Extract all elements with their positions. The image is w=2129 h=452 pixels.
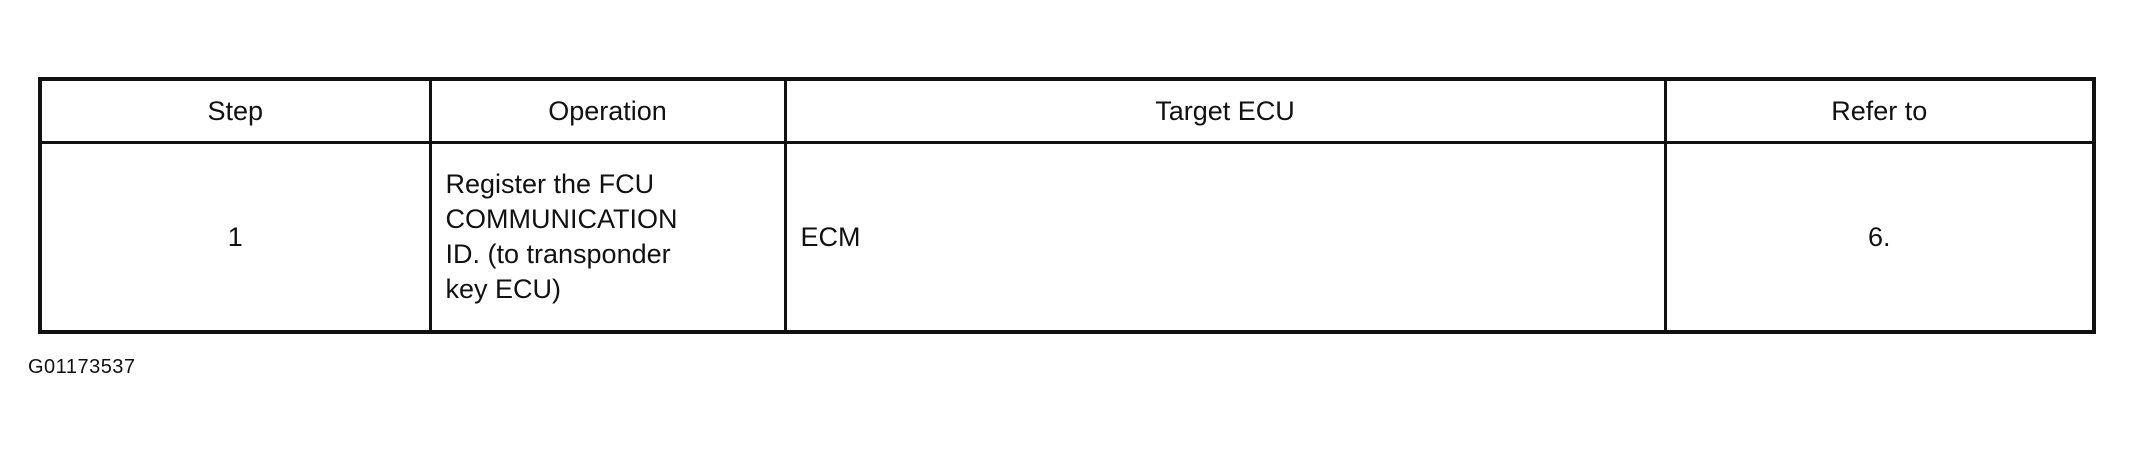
operation-text: Register the FCU COMMUNICATION ID. (to t… [445,169,678,304]
header-refer-to: Refer to [1663,77,2096,144]
header-operation: Operation [428,77,787,144]
cell-step: 1 [38,141,432,334]
cell-target-ecu: ECM [783,141,1667,334]
cell-refer-to: 6. [1663,141,2096,334]
figure-code: G01173537 [28,356,136,378]
table-row: 1 Register the FCU COMMUNICATION ID. (to… [38,141,2096,334]
cell-operation: Register the FCU COMMUNICATION ID. (to t… [428,141,787,334]
procedure-table: Step Operation Target ECU Refer to 1 Reg… [38,77,2096,334]
header-target-ecu: Target ECU [783,77,1667,144]
table-header-row: Step Operation Target ECU Refer to [38,77,2096,144]
header-step: Step [38,77,432,144]
